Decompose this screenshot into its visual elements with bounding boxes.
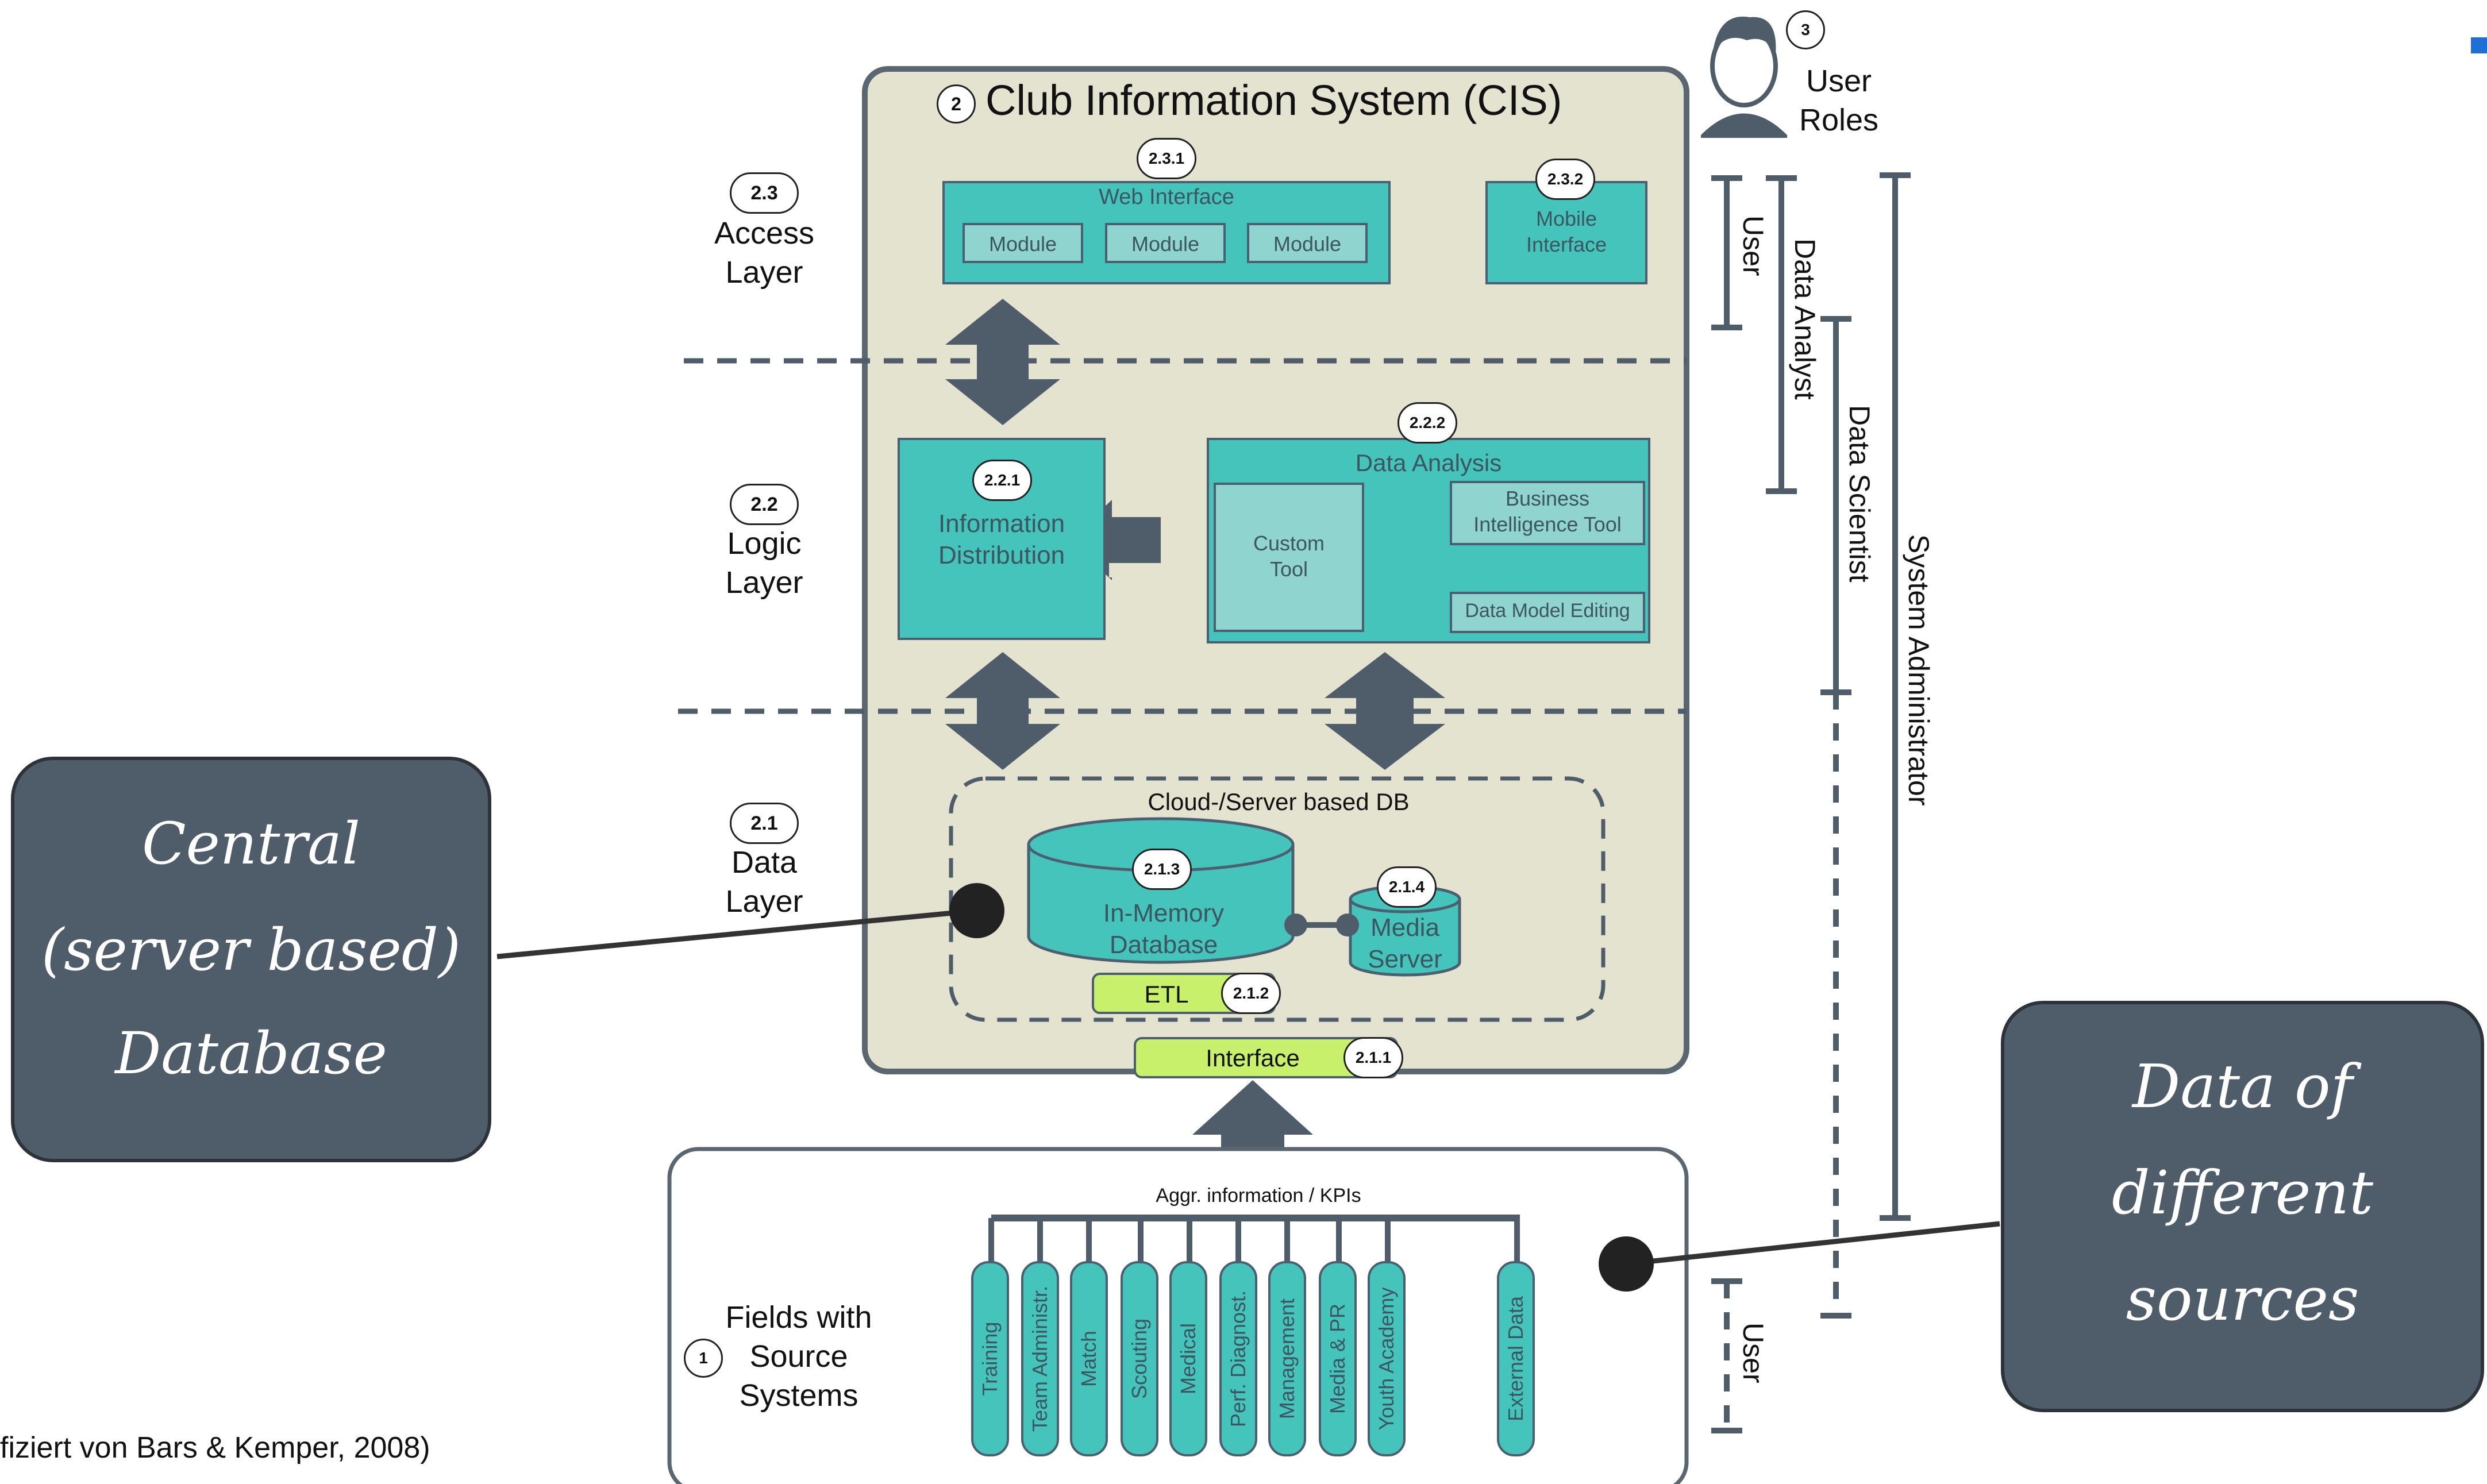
corner-marker (2471, 37, 2487, 53)
data-analysis-title: Data Analysis (1355, 449, 1502, 476)
user-roles-label-2: Roles (1799, 103, 1879, 137)
media-server-label-2: Server (1368, 945, 1442, 973)
bi-tool-label-1: Business (1505, 487, 1590, 510)
sources-label-3: Systems (739, 1378, 858, 1413)
role-bracket-user-bottom (1711, 1278, 1742, 1433)
cloud-db-frame (949, 776, 1606, 1022)
mobile-interface-badge: 2.3.2 (1535, 159, 1595, 200)
field-media-pr: Media & PR (1319, 1261, 1357, 1456)
info-distribution-badge: 2.2.1 (972, 460, 1032, 501)
module-2: Module (1105, 223, 1226, 263)
mobile-interface-label-1: Mobile (1535, 207, 1597, 230)
mobile-interface-label-2: Interface (1526, 233, 1607, 256)
cis-title: Club Information System (CIS) (985, 76, 1562, 124)
web-interface-title: Web Interface (1099, 185, 1234, 209)
bi-tool-label-2: Intelligence Tool (1473, 512, 1622, 536)
sources-connector (1626, 1221, 2000, 1267)
access-layer-label-2: Layer (725, 255, 803, 290)
role-system-admin: System Administrator (1903, 534, 1935, 806)
role-bracket-user-top (1711, 175, 1742, 330)
logic-layer-badge: 2.2 (730, 484, 799, 525)
sources-badge: 1 (684, 1339, 723, 1378)
access-layer-label-1: Access (714, 216, 815, 250)
central-db-text-2: (server based) (41, 916, 461, 984)
module-1: Module (963, 223, 1083, 263)
data-sources-callout (2001, 1001, 2484, 1412)
central-db-connector (496, 908, 977, 959)
field-youth-academy: Youth Academy (1368, 1261, 1406, 1456)
in-memory-db-badge: 2.1.3 (1132, 849, 1192, 890)
etl-badge: 2.1.2 (1221, 973, 1281, 1014)
sources-label-2: Source (749, 1339, 848, 1374)
data-layer-label-2: Layer (725, 884, 803, 919)
field-management: Management (1268, 1261, 1306, 1456)
sources-label-1: Fields with (725, 1300, 872, 1335)
data-model-label: Data Model Editing (1465, 600, 1630, 622)
logic-layer-label-2: Layer (725, 565, 803, 600)
user-roles-icon (1701, 16, 1787, 138)
interface-badge: 2.1.1 (1343, 1037, 1403, 1078)
central-db-callout (11, 757, 491, 1162)
arrow-access-logic (945, 299, 1060, 425)
access-layer-badge: 2.3 (730, 172, 799, 214)
role-user-top: User (1737, 215, 1769, 276)
data-sources-text-3: sources (2126, 1264, 2359, 1334)
module-3: Module (1247, 223, 1368, 263)
custom-tool-label-2: Tool (1269, 557, 1308, 581)
data-model-box (1450, 592, 1645, 633)
media-server-label-1: Media (1370, 913, 1439, 942)
field-medical: Medical (1169, 1261, 1207, 1456)
field-perf-diagnost: Perf. Diagnost. (1219, 1261, 1257, 1456)
interface-label: Interface (1206, 1044, 1300, 1071)
role-data-scientist: Data Scientist (1843, 405, 1876, 583)
in-memory-db-label-2: Database (1109, 931, 1218, 959)
central-db-text-1: Central (142, 810, 360, 877)
central-db-text-3: Database (115, 1020, 387, 1087)
field-training: Training (971, 1261, 1009, 1456)
info-distribution-label-1: Information (938, 510, 1065, 538)
arrow-logic-data-right (1325, 652, 1445, 770)
bi-tool-box (1450, 481, 1645, 545)
user-roles-badge: 3 (1786, 10, 1825, 49)
field-scouting: Scouting (1121, 1261, 1158, 1456)
role-data-analyst: Data Analyst (1789, 238, 1821, 400)
role-bracket-data-scientist (1820, 316, 1851, 1319)
custom-tool-label-1: Custom (1253, 531, 1325, 555)
in-memory-db-cylinder (1027, 817, 1295, 964)
in-memory-db-label-1: In-Memory (1103, 899, 1225, 927)
cis-badge: 2 (937, 84, 976, 124)
info-distribution-label-2: Distribution (938, 541, 1065, 569)
field-team-administr: Team Administr. (1021, 1261, 1059, 1456)
data-sources-text-1: Data of (2132, 1051, 2353, 1121)
data-layer-badge: 2.1 (730, 803, 799, 844)
arrow-logic-data-left (945, 652, 1060, 770)
logic-layer-label-1: Logic (727, 526, 802, 561)
etl-label: ETL (1144, 981, 1189, 1008)
role-user-bottom: User (1737, 1323, 1769, 1383)
aggr-label: Aggr. information / KPIs (1156, 1185, 1361, 1207)
data-layer-label-1: Data (731, 845, 798, 880)
field-match: Match (1070, 1261, 1108, 1456)
cloud-db-title: Cloud-/Server based DB (1148, 788, 1410, 815)
citation: fiziert von Bars & Kemper, 2008) (0, 1431, 430, 1464)
user-roles-label-1: User (1805, 64, 1872, 98)
field-external-data: External Data (1497, 1261, 1535, 1456)
data-sources-text-2: different (2111, 1158, 2374, 1228)
role-bracket-data-analyst (1766, 175, 1797, 494)
custom-tool-box (1214, 483, 1364, 632)
web-interface-badge: 2.3.1 (1137, 138, 1196, 179)
media-server-badge: 2.1.4 (1377, 866, 1437, 908)
data-analysis-badge: 2.2.2 (1398, 402, 1457, 444)
role-bracket-system-admin (1880, 172, 1911, 1221)
